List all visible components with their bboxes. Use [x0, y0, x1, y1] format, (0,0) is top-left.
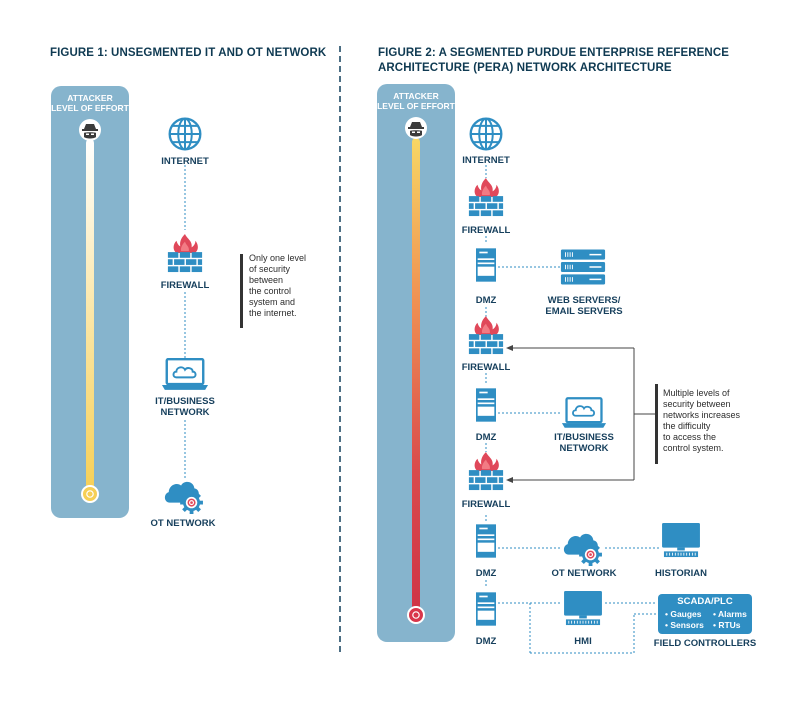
scada-item-alarms: • Alarms — [713, 609, 747, 619]
fig1-hacker-icon — [79, 119, 101, 141]
scada-item-gauges: • Gauges — [665, 609, 702, 619]
fig2-web-servers-rack-icon — [560, 248, 606, 286]
fig1-globe-icon — [168, 117, 202, 151]
fig2-dmz2-server-icon — [476, 388, 496, 422]
fig2-web-servers-label-line1: WEB SERVERS/ — [547, 295, 621, 306]
scada-plc-title: SCADA/PLC — [677, 596, 733, 607]
fig1-firewall-label: FIREWALL — [160, 280, 210, 291]
fig2-historian-monitor-icon — [661, 522, 701, 558]
fig2-internet-label: INTERNET — [462, 155, 510, 166]
figure2-title-line2: ARCHITECTURE (PERA) NETWORK ARCHITECTURE — [378, 62, 672, 74]
fig2-field-controllers-label: FIELD CONTROLLERS — [653, 638, 757, 649]
fig2-dmz3-label: DMZ — [475, 568, 497, 579]
fig2-effort-label-line2: LEVEL OF EFFORT — [377, 101, 455, 111]
fig2-firewall2-icon — [468, 316, 504, 355]
fig2-effort-label-line1: ATTACKER — [393, 91, 439, 101]
fig2-dmz1-server-icon — [476, 248, 496, 282]
fig1-it-business-label-line2: NETWORK — [160, 407, 210, 418]
fig2-note: Multiple levels of security between netw… — [663, 388, 741, 453]
fig2-it-business-label-line1: IT/BUSINESS — [554, 432, 614, 443]
fig2-effort-bar — [412, 138, 420, 616]
scada-plc-box: SCADA/PLC • Gauges • Alarms • Sensors • … — [658, 594, 752, 634]
fig1-note: Only one level of security between the c… — [249, 253, 307, 318]
fig2-dmz3-server-icon — [476, 524, 496, 558]
fig1-internet-label: INTERNET — [161, 156, 209, 167]
fig1-cloud-gear-icon — [164, 481, 203, 514]
fig2-dmz2-label: DMZ — [475, 432, 497, 443]
fig1-laptop-cloud-icon — [161, 358, 209, 391]
fig2-dmz1-label: DMZ — [475, 295, 497, 306]
figure2-title-line1: FIGURE 2: A SEGMENTED PURDUE ENTERPRISE … — [378, 47, 730, 59]
fig2-firewall1-label: FIREWALL — [461, 225, 511, 236]
fig2-ot-network-label: OT NETWORK — [551, 568, 617, 579]
scada-item-rtus: • RTUs — [713, 620, 741, 630]
fig2-connectors — [485, 165, 660, 654]
fig2-historian-label: HISTORIAN — [654, 568, 708, 579]
figure1-title: FIGURE 1: UNSEGMENTED IT AND OT NETWORK — [50, 47, 327, 59]
fig2-firewall3-icon — [468, 452, 504, 491]
fig2-hmi-label: HMI — [574, 636, 592, 647]
fig2-note-arrows — [512, 347, 658, 481]
fig2-hacker-icon — [405, 117, 427, 139]
fig1-effort-bar — [86, 139, 94, 495]
scada-item-sensors: • Sensors — [665, 620, 704, 630]
fig2-firewall2-label: FIREWALL — [461, 362, 511, 373]
fig2-cloud-gear-icon — [563, 533, 602, 566]
fig1-effort-label-line1: ATTACKER — [67, 93, 113, 103]
fig2-firewall3-label: FIREWALL — [461, 499, 511, 510]
fig2-globe-icon — [469, 117, 503, 151]
fig2-laptop-cloud-icon — [561, 397, 607, 429]
fig1-it-business-label-line1: IT/BUSINESS — [155, 396, 215, 407]
fig2-it-business-label-line2: NETWORK — [559, 443, 609, 454]
fig2-note-bracket — [655, 384, 658, 464]
fig2-dmz4-label: DMZ — [475, 636, 497, 647]
fig2-dmz4-server-icon — [476, 592, 496, 626]
fig1-ot-network-label: OT NETWORK — [150, 518, 216, 529]
fig1-effort-label-line2: LEVEL OF EFFORT — [51, 103, 129, 113]
fig1-firewall-icon — [167, 234, 203, 273]
fig2-firewall1-icon — [468, 178, 504, 217]
fig2-web-servers-label-line2: EMAIL SERVERS — [545, 306, 623, 317]
fig1-note-bracket — [240, 254, 243, 328]
fig2-hmi-monitor-icon — [563, 590, 603, 626]
